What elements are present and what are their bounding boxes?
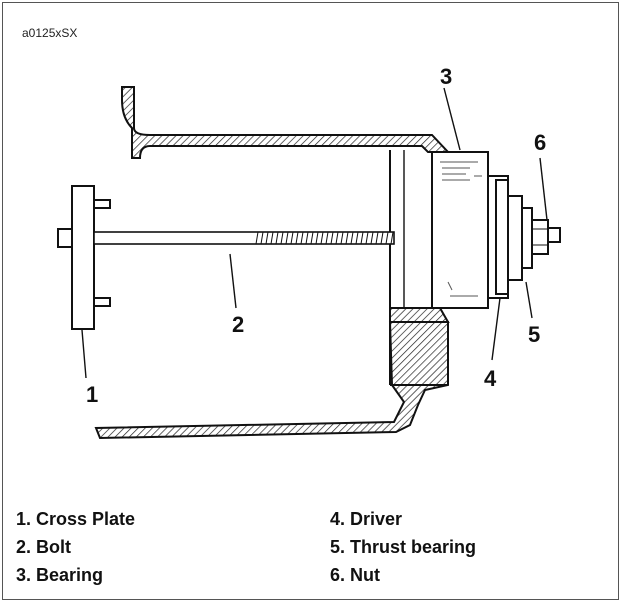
leader-6 — [539, 157, 548, 221]
legend-item-bearing: 3. Bearing — [16, 565, 104, 585]
driver — [487, 175, 509, 299]
leader-1 — [81, 329, 87, 379]
leader-3 — [443, 87, 461, 151]
callout-3: 3 — [440, 64, 452, 89]
nut — [531, 219, 561, 255]
leader-2 — [229, 253, 237, 309]
thrust-bearing — [507, 195, 533, 281]
legend-item-nut: 6. Nut — [330, 565, 381, 585]
callout-1: 1 — [86, 382, 98, 407]
legend-item-driver: 4. Driver — [330, 509, 403, 529]
housing — [94, 86, 451, 440]
callout-5: 5 — [528, 322, 540, 347]
leader-5 — [525, 281, 533, 319]
leader-lines — [81, 87, 548, 379]
bearing — [431, 151, 489, 309]
legend-item-thrust-bearing: 5. Thrust bearing — [330, 537, 477, 557]
callout-2: 2 — [232, 312, 244, 337]
legend-item-bolt: 2. Bolt — [16, 537, 72, 557]
callout-6: 6 — [534, 130, 546, 155]
callout-4: 4 — [484, 366, 497, 391]
figure-id: a0125xSX — [22, 26, 78, 40]
leader-4 — [491, 297, 501, 361]
cross-plate — [57, 185, 111, 330]
technical-drawing: 1 2 3 4 5 6 — [57, 64, 561, 440]
legend-item-cross-plate: 1. Cross Plate — [16, 509, 136, 529]
bolt — [93, 231, 395, 245]
